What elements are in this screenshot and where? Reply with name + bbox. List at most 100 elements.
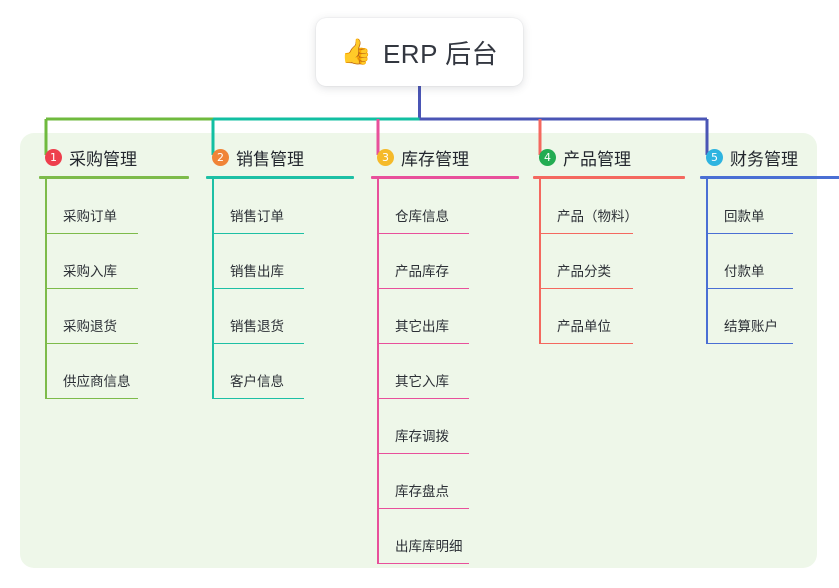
branch-header-2[interactable]: 2 销售管理 — [206, 145, 354, 169]
branch-item-label: 产品单位 — [557, 319, 611, 334]
branch-header-5[interactable]: 5 财务管理 — [700, 145, 839, 169]
branch-number-badge: 1 — [45, 148, 62, 166]
branch-item-underline — [212, 342, 304, 344]
branch-item-underline — [45, 287, 138, 289]
branch-item[interactable]: 回款单 — [706, 179, 839, 234]
branch-item-underline — [377, 342, 469, 344]
branch-column-2: 2 销售管理销售订单销售出库销售退货客户信息 — [206, 145, 354, 399]
branch-item-label: 销售退货 — [230, 319, 284, 334]
branch-item-label: 库存调拨 — [395, 429, 449, 444]
branch-item[interactable]: 采购订单 — [45, 179, 189, 234]
branch-item-label: 客户信息 — [230, 374, 284, 389]
branch-item-label: 付款单 — [724, 264, 765, 279]
branch-underline — [39, 176, 189, 179]
branch-item[interactable]: 库存盘点 — [377, 454, 519, 509]
branch-item-label: 库存盘点 — [395, 484, 449, 499]
branch-item[interactable]: 产品单位 — [539, 289, 685, 344]
branch-item-underline — [539, 342, 633, 344]
branch-title: 产品管理 — [563, 149, 631, 169]
branch-number-badge: 3 — [377, 148, 394, 166]
branch-item-list: 回款单付款单结算账户 — [700, 179, 839, 344]
branch-spine — [539, 179, 541, 344]
branch-item[interactable]: 产品分类 — [539, 234, 685, 289]
branch-item-label: 其它入库 — [395, 374, 449, 389]
branch-item-underline — [45, 232, 138, 234]
branch-item[interactable]: 销售订单 — [212, 179, 354, 234]
branch-spine — [45, 179, 47, 399]
branch-underline — [371, 176, 519, 179]
branch-item-underline — [45, 397, 138, 399]
branch-header-4[interactable]: 4 产品管理 — [533, 145, 685, 169]
branch-underline — [206, 176, 354, 179]
branch-item[interactable]: 库存调拨 — [377, 399, 519, 454]
branch-item-label: 其它出库 — [395, 319, 449, 334]
branch-item[interactable]: 出库库明细 — [377, 509, 519, 564]
branch-item-label: 结算账户 — [724, 319, 778, 334]
branch-item-underline — [706, 232, 793, 234]
branch-item-label: 供应商信息 — [63, 374, 131, 389]
branch-number-badge: 5 — [706, 148, 723, 166]
branches-panel — [20, 133, 817, 568]
thumbs-up-icon: 👍 — [340, 37, 372, 66]
branch-header-3[interactable]: 3 库存管理 — [371, 145, 519, 169]
page-title: ERP 后台 — [382, 38, 499, 69]
branch-item-underline — [212, 287, 304, 289]
branch-item-underline — [45, 342, 138, 344]
branch-number-badge: 2 — [212, 148, 229, 166]
branch-item-underline — [377, 507, 469, 509]
branch-item-label: 采购入库 — [63, 264, 117, 279]
branch-item-underline — [706, 342, 793, 344]
branch-item-label: 仓库信息 — [395, 209, 449, 224]
branch-item-underline — [377, 452, 469, 454]
branch-column-5: 5 财务管理回款单付款单结算账户 — [700, 145, 839, 344]
branch-spine — [212, 179, 214, 399]
root-node[interactable]: 👍 ERP 后台 — [316, 18, 523, 86]
branch-spine — [377, 179, 379, 564]
branch-header-1[interactable]: 1 采购管理 — [39, 145, 189, 169]
branch-item[interactable]: 销售出库 — [212, 234, 354, 289]
branch-item[interactable]: 产品库存 — [377, 234, 519, 289]
branch-item-label: 产品分类 — [557, 264, 611, 279]
branch-title: 财务管理 — [730, 149, 798, 169]
branch-spine — [706, 179, 708, 344]
branch-item[interactable]: 销售退货 — [212, 289, 354, 344]
branch-underline — [700, 176, 839, 179]
branch-item-underline — [377, 397, 469, 399]
branch-item-label: 回款单 — [724, 209, 765, 224]
branch-underline — [533, 176, 685, 179]
branch-column-3: 3 库存管理仓库信息产品库存其它出库其它入库库存调拨库存盘点出库库明细 — [371, 145, 519, 564]
branch-item[interactable]: 采购入库 — [45, 234, 189, 289]
branch-item[interactable]: 客户信息 — [212, 344, 354, 399]
branch-item-underline — [377, 562, 469, 564]
branch-number-badge: 4 — [539, 148, 556, 166]
branch-item[interactable]: 其它出库 — [377, 289, 519, 344]
branch-title: 库存管理 — [401, 149, 469, 169]
branch-item-label: 出库库明细 — [395, 539, 463, 554]
branch-item-label: 产品库存 — [395, 264, 449, 279]
branch-item[interactable]: 产品（物料） — [539, 179, 685, 234]
branch-item[interactable]: 其它入库 — [377, 344, 519, 399]
branch-item-underline — [539, 287, 633, 289]
branch-title: 采购管理 — [69, 149, 137, 169]
branch-item-list: 产品（物料） 产品分类产品单位 — [533, 179, 685, 344]
branch-item-underline — [539, 232, 633, 234]
branch-item-list: 销售订单销售出库销售退货客户信息 — [206, 179, 354, 399]
branch-item-underline — [377, 287, 469, 289]
branch-item[interactable]: 采购退货 — [45, 289, 189, 344]
branch-item[interactable]: 供应商信息 — [45, 344, 189, 399]
branch-item[interactable]: 结算账户 — [706, 289, 839, 344]
branch-item-label: 销售出库 — [230, 264, 284, 279]
branch-item-label: 产品（物料） — [557, 209, 638, 224]
branch-item-underline — [212, 397, 304, 399]
branch-item-list: 仓库信息产品库存其它出库其它入库库存调拨库存盘点出库库明细 — [371, 179, 519, 564]
branch-item-label: 采购退货 — [63, 319, 117, 334]
branch-item-list: 采购订单采购入库采购退货供应商信息 — [39, 179, 189, 399]
branch-column-4: 4 产品管理产品（物料） 产品分类产品单位 — [533, 145, 685, 344]
branch-item-label: 销售订单 — [230, 209, 284, 224]
branch-item[interactable]: 付款单 — [706, 234, 839, 289]
branch-title: 销售管理 — [236, 149, 304, 169]
branch-item[interactable]: 仓库信息 — [377, 179, 519, 234]
branch-column-1: 1 采购管理采购订单采购入库采购退货供应商信息 — [39, 145, 189, 399]
branch-item-underline — [212, 232, 304, 234]
